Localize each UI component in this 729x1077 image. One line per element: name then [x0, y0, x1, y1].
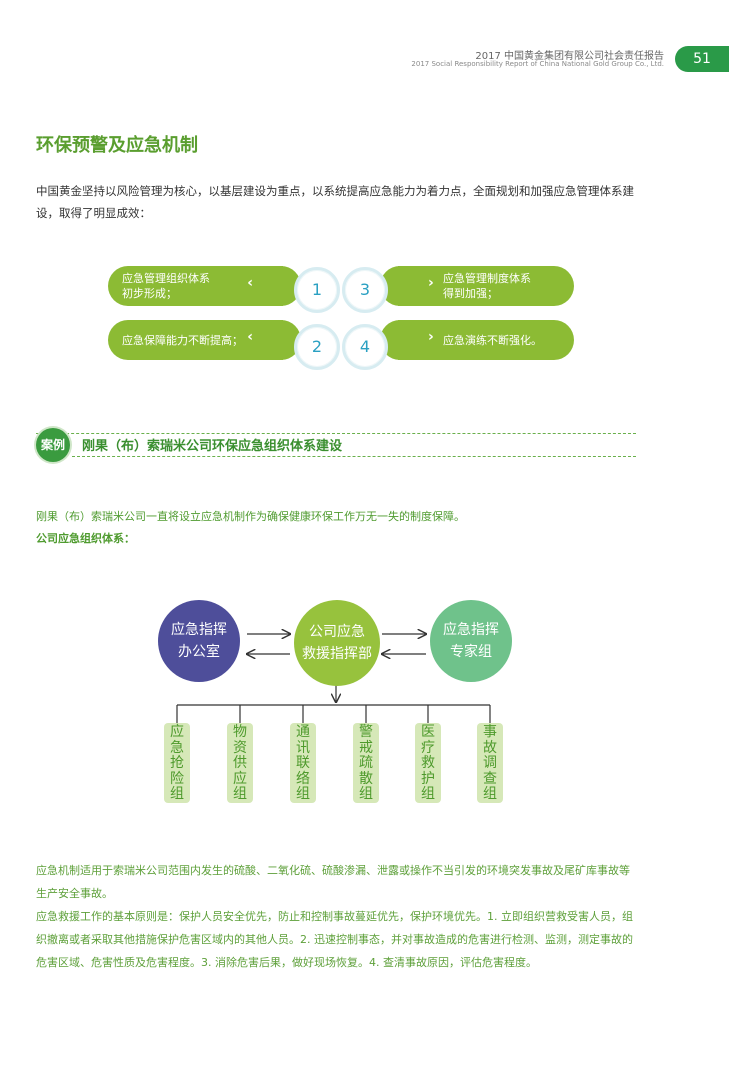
chevron-right-icon: ›: [428, 275, 434, 291]
org-chart-connectors: [176, 590, 491, 723]
achievement-1-number: 1: [294, 267, 340, 313]
achievement-2-text-line1: 应急保障能力不断提高；: [122, 333, 243, 347]
org-team-evacuation: 警戒疏散组: [353, 723, 379, 803]
case-divider-top: [36, 433, 636, 434]
chevron-left-icon: ‹: [247, 275, 253, 291]
achievement-3-box: › 应急管理制度体系得到加强；: [380, 266, 574, 306]
org-team-supply: 物资供应组: [227, 723, 253, 803]
achievement-4-box: › 应急演练不断强化。: [380, 320, 574, 360]
page-number: 51: [675, 46, 729, 72]
achievement-4-number: 4: [342, 324, 388, 370]
case-subheading: 公司应急组织体系：: [36, 532, 135, 545]
org-team-medical: 医疗救护组: [415, 723, 441, 803]
report-title-en: 2017 Social Responsibility Report of Chi…: [411, 60, 664, 68]
chevron-left-icon: ‹: [247, 329, 253, 345]
case-badge: 案例: [36, 428, 70, 462]
achievement-2-number: 2: [294, 324, 340, 370]
report-title-cn: 2017 中国黄金集团有限公司社会责任报告: [475, 51, 664, 62]
chevron-right-icon: ›: [428, 329, 434, 345]
case-title: 刚果（布）索瑞米公司环保应急组织体系建设: [82, 439, 343, 454]
org-node-headquarters-line2: 救援指挥部: [302, 646, 372, 662]
org-node-command-office-line1: 应急指挥: [171, 622, 227, 638]
achievement-3-text-line2: 得到加强；: [443, 287, 498, 300]
org-node-headquarters: 公司应急救援指挥部: [294, 600, 380, 686]
achievement-1-box: 应急管理组织体系初步形成； ‹: [108, 266, 301, 306]
org-team-rescue: 应急抢险组: [164, 723, 190, 803]
achievement-1-text-line2: 初步形成；: [122, 287, 177, 300]
footer-paragraph-2: 应急救援工作的基本原则是：保护人员安全优先，防止和控制事故蔓延优先，保护环境优先…: [36, 910, 633, 969]
org-node-expert-group: 应急指挥专家组: [430, 600, 512, 682]
case-divider-bottom: [72, 456, 636, 457]
section-intro: 中国黄金坚持以风险管理为核心，以基层建设为重点，以系统提高应急能力为着力点，全面…: [36, 184, 634, 220]
org-node-headquarters-line1: 公司应急: [309, 624, 365, 640]
achievement-1-text-line1: 应急管理组织体系: [122, 272, 210, 285]
case-intro: 刚果（布）索瑞米公司一直将设立应急机制作为确保健康环保工作万无一失的制度保障。: [36, 510, 465, 523]
achievement-4-text-line1: 应急演练不断强化。: [443, 333, 542, 347]
org-node-command-office-line2: 办公室: [178, 644, 220, 660]
achievement-3-text-line1: 应急管理制度体系: [443, 272, 531, 285]
org-node-expert-group-line2: 专家组: [450, 644, 492, 660]
org-team-investigation: 事故调查组: [477, 723, 503, 803]
org-node-expert-group-line1: 应急指挥: [443, 622, 499, 638]
section-title: 环保预警及应急机制: [36, 135, 198, 156]
achievement-3-number: 3: [342, 267, 388, 313]
achievement-2-box: 应急保障能力不断提高； ‹: [108, 320, 301, 360]
footer-paragraph-1: 应急机制适用于索瑞米公司范围内发生的硫酸、二氧化硫、硫酸渗漏、泄露或操作不当引发…: [36, 864, 630, 900]
org-team-communication: 通讯联络组: [290, 723, 316, 803]
org-node-command-office: 应急指挥办公室: [158, 600, 240, 682]
